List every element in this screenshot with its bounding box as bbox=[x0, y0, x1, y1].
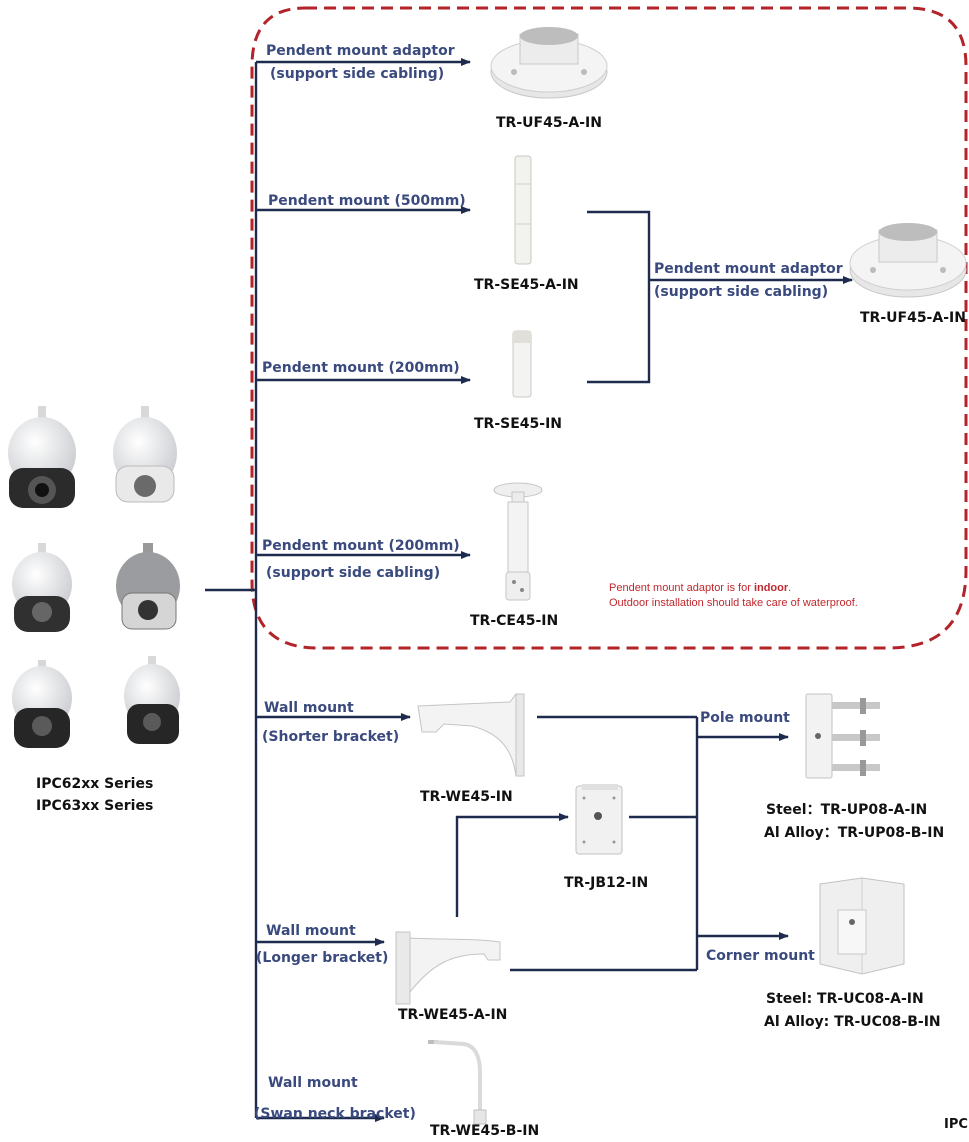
camera-icon bbox=[113, 406, 177, 503]
model-we45: TR-WE45-IN bbox=[420, 789, 513, 805]
long-pipe-image bbox=[514, 155, 532, 265]
mount-label-ce45-line1: Pendent mount (200mm) bbox=[262, 538, 460, 554]
pole-alloy-name: Al Alloy bbox=[764, 825, 824, 841]
pole-alloy: Al Alloy：TR-UP08-B-IN bbox=[764, 822, 944, 842]
indoor-group-border bbox=[250, 6, 968, 650]
mount-label-we45a-line2: (Longer bracket) bbox=[256, 950, 389, 966]
indoor-note: Pendent mount adaptor is for indoor. Out… bbox=[609, 581, 858, 611]
adaptor-plate-image-2 bbox=[849, 223, 967, 298]
pipe-join-line bbox=[587, 210, 651, 384]
mount-label-se45a: Pendent mount (500mm) bbox=[268, 193, 466, 209]
corner-alloy: Al Alloy: TR-UC08-B-IN bbox=[764, 1014, 941, 1030]
note-line1-suffix: . bbox=[788, 582, 792, 594]
pole-steel-model: TR-UP08-A-IN bbox=[820, 802, 928, 818]
model-we45a: TR-WE45-A-IN bbox=[398, 1007, 508, 1023]
note-indoor-emphasis: indoor bbox=[753, 582, 789, 594]
camera-series-1: IPC62xx Series bbox=[36, 776, 154, 792]
model-adaptor-2: TR-UF45-A-IN bbox=[860, 310, 966, 326]
mount-label-we45a-line1: Wall mount bbox=[266, 923, 356, 939]
ceiling-mount-image bbox=[493, 482, 543, 601]
mount-label-ce45-line2: (support side cabling) bbox=[266, 565, 441, 581]
corner-steel: Steel: TR-UC08-A-IN bbox=[766, 991, 924, 1007]
camera-icon bbox=[116, 543, 180, 630]
pole-steel: Steel：TR-UP08-A-IN bbox=[766, 799, 927, 819]
mount-label-we45b-line1: Wall mount bbox=[268, 1075, 358, 1091]
mount-label-uf45-line2: (support side cabling) bbox=[270, 66, 445, 82]
note-line2: Outdoor installation should take care of… bbox=[609, 597, 858, 609]
model-we45b: TR-WE45-B-IN bbox=[430, 1123, 540, 1139]
model-se45a: TR-SE45-A-IN bbox=[474, 277, 579, 293]
camera-group-image bbox=[8, 406, 180, 748]
junction-box-image bbox=[575, 784, 623, 855]
camera-icon bbox=[8, 406, 76, 508]
pole-steel-sep: ： bbox=[806, 802, 821, 818]
mount-label-we45-line2: (Shorter bracket) bbox=[262, 729, 400, 745]
adaptor-label-line2: (support side cabling) bbox=[654, 284, 829, 300]
mount-label-uf45-line1: Pendent mount adaptor bbox=[266, 43, 455, 59]
pole-mount-image bbox=[805, 693, 880, 779]
corner-mount-label: Corner mount bbox=[706, 948, 815, 964]
edge-fragment-text: IPC bbox=[944, 1117, 968, 1132]
we45a-to-jb-line bbox=[455, 813, 569, 917]
mount-label-we45-line1: Wall mount bbox=[264, 700, 354, 716]
model-jb12: TR-JB12-IN bbox=[564, 875, 649, 891]
pole-alloy-sep: ： bbox=[823, 825, 838, 841]
pole-alloy-model: TR-UP08-B-IN bbox=[837, 825, 945, 841]
short-pipe-image bbox=[512, 330, 532, 398]
mount-label-we45b-line2: (Swan neck bracket) bbox=[254, 1106, 416, 1122]
mount-label-se45: Pendent mount (200mm) bbox=[262, 360, 460, 376]
pole-mount-label: Pole mount bbox=[700, 710, 790, 726]
swan-neck-bracket-image bbox=[428, 1040, 487, 1125]
note-line1-prefix: Pendent mount adaptor is for bbox=[609, 582, 754, 594]
camera-icon bbox=[12, 543, 72, 632]
camera-icon bbox=[12, 660, 72, 748]
camera-series-2: IPC63xx Series bbox=[36, 798, 154, 814]
adaptor-plate-image bbox=[490, 27, 608, 99]
model-ce45: TR-CE45-IN bbox=[470, 613, 559, 629]
camera-icon bbox=[124, 656, 180, 744]
adaptor-label-line1: Pendent mount adaptor bbox=[654, 261, 843, 277]
corner-mount-image bbox=[819, 877, 905, 975]
model-se45: TR-SE45-IN bbox=[474, 416, 563, 432]
short-wall-bracket-image bbox=[417, 693, 525, 777]
pole-steel-name: Steel bbox=[766, 802, 807, 818]
long-wall-bracket-image bbox=[395, 931, 501, 1005]
model-uf45: TR-UF45-A-IN bbox=[496, 115, 602, 131]
